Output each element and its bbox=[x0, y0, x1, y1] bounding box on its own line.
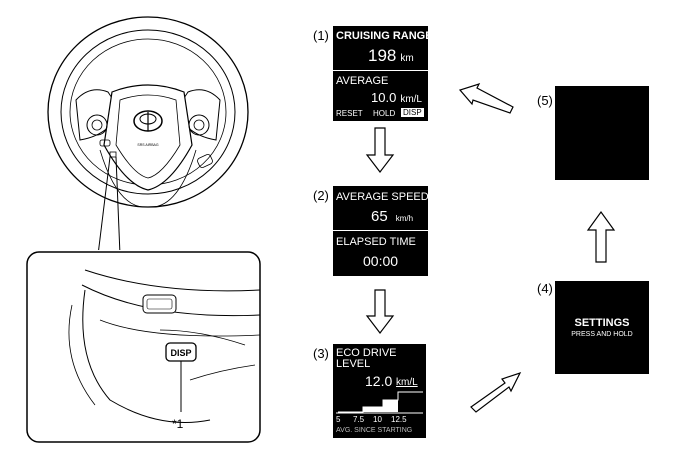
settings-title: SETTINGS bbox=[574, 317, 630, 329]
ref-label: *1 bbox=[172, 417, 184, 431]
footer-disp: DISP bbox=[401, 108, 424, 117]
eco-drive-value: 12.0 bbox=[365, 373, 393, 389]
step-4-number: (4) bbox=[537, 281, 553, 296]
footer-reset: RESET bbox=[336, 109, 363, 118]
tick-7-5: 7.5 bbox=[353, 415, 365, 424]
average-speed-number: 65 bbox=[371, 208, 388, 225]
eco-level-bar-graph bbox=[336, 391, 423, 414]
screen-eco-drive-level: ECO DRIVE LEVEL 12.0 km/L 5 7.5 10 12.5 … bbox=[333, 344, 426, 438]
eco-drive-title-line2: LEVEL bbox=[336, 358, 371, 370]
disp-button-label: DISP bbox=[170, 348, 191, 358]
cruising-range-unit: km bbox=[400, 53, 414, 64]
disp-button-location bbox=[109, 151, 117, 158]
screen-settings: SETTINGS PRESS AND HOLD bbox=[555, 281, 649, 374]
step-2-number: (2) bbox=[313, 188, 329, 203]
tick-5: 5 bbox=[336, 415, 341, 424]
airbag-label: SRS AIRBAG bbox=[137, 143, 158, 147]
average-unit: km/L bbox=[400, 94, 422, 105]
footer-hold: HOLD bbox=[373, 109, 396, 118]
eco-drive-title-line1: ECO DRIVE bbox=[336, 347, 397, 359]
step-1-number: (1) bbox=[313, 28, 329, 43]
tick-12-5: 12.5 bbox=[391, 415, 407, 424]
divider bbox=[333, 230, 428, 231]
cruising-range-title: CRUISING RANGE bbox=[336, 30, 433, 42]
cruising-range-number: 198 bbox=[368, 46, 397, 65]
arrow-up-4-to-5-icon bbox=[586, 210, 616, 263]
arrow-down-2-to-3-icon bbox=[365, 289, 395, 334]
elapsed-time-value: 00:00 bbox=[363, 253, 399, 269]
average-speed-unit: km/h bbox=[395, 214, 414, 223]
average-speed-value: 65 km/h bbox=[371, 208, 413, 225]
arrow-diagonal-5-to-1-icon bbox=[458, 83, 514, 114]
steering-wheel-illustration: SRS AIRBAG bbox=[47, 16, 249, 250]
arrow-diagonal-3-to-4-icon bbox=[470, 371, 522, 413]
step-3-number: (3) bbox=[313, 346, 329, 361]
step-5-number: (5) bbox=[537, 93, 553, 108]
screen-average-speed: AVERAGE SPEED 65 km/h ELAPSED TIME 00:00 bbox=[333, 186, 429, 276]
eco-drive-unit: km/L bbox=[396, 377, 418, 388]
average-speed-title: AVERAGE SPEED bbox=[336, 191, 429, 203]
average-number: 10.0 bbox=[371, 90, 397, 105]
arrow-down-1-to-2-icon bbox=[365, 127, 395, 173]
eco-drive-footer: AVG. SINCE STARTING bbox=[336, 427, 413, 434]
screen-blank bbox=[555, 86, 649, 180]
tick-10: 10 bbox=[373, 415, 382, 424]
settings-subtitle: PRESS AND HOLD bbox=[571, 331, 633, 338]
elapsed-time-title: ELAPSED TIME bbox=[336, 236, 416, 248]
average-title: AVERAGE bbox=[336, 75, 389, 87]
disp-button-closeup: DISP *1 bbox=[26, 251, 261, 443]
divider bbox=[333, 70, 428, 71]
